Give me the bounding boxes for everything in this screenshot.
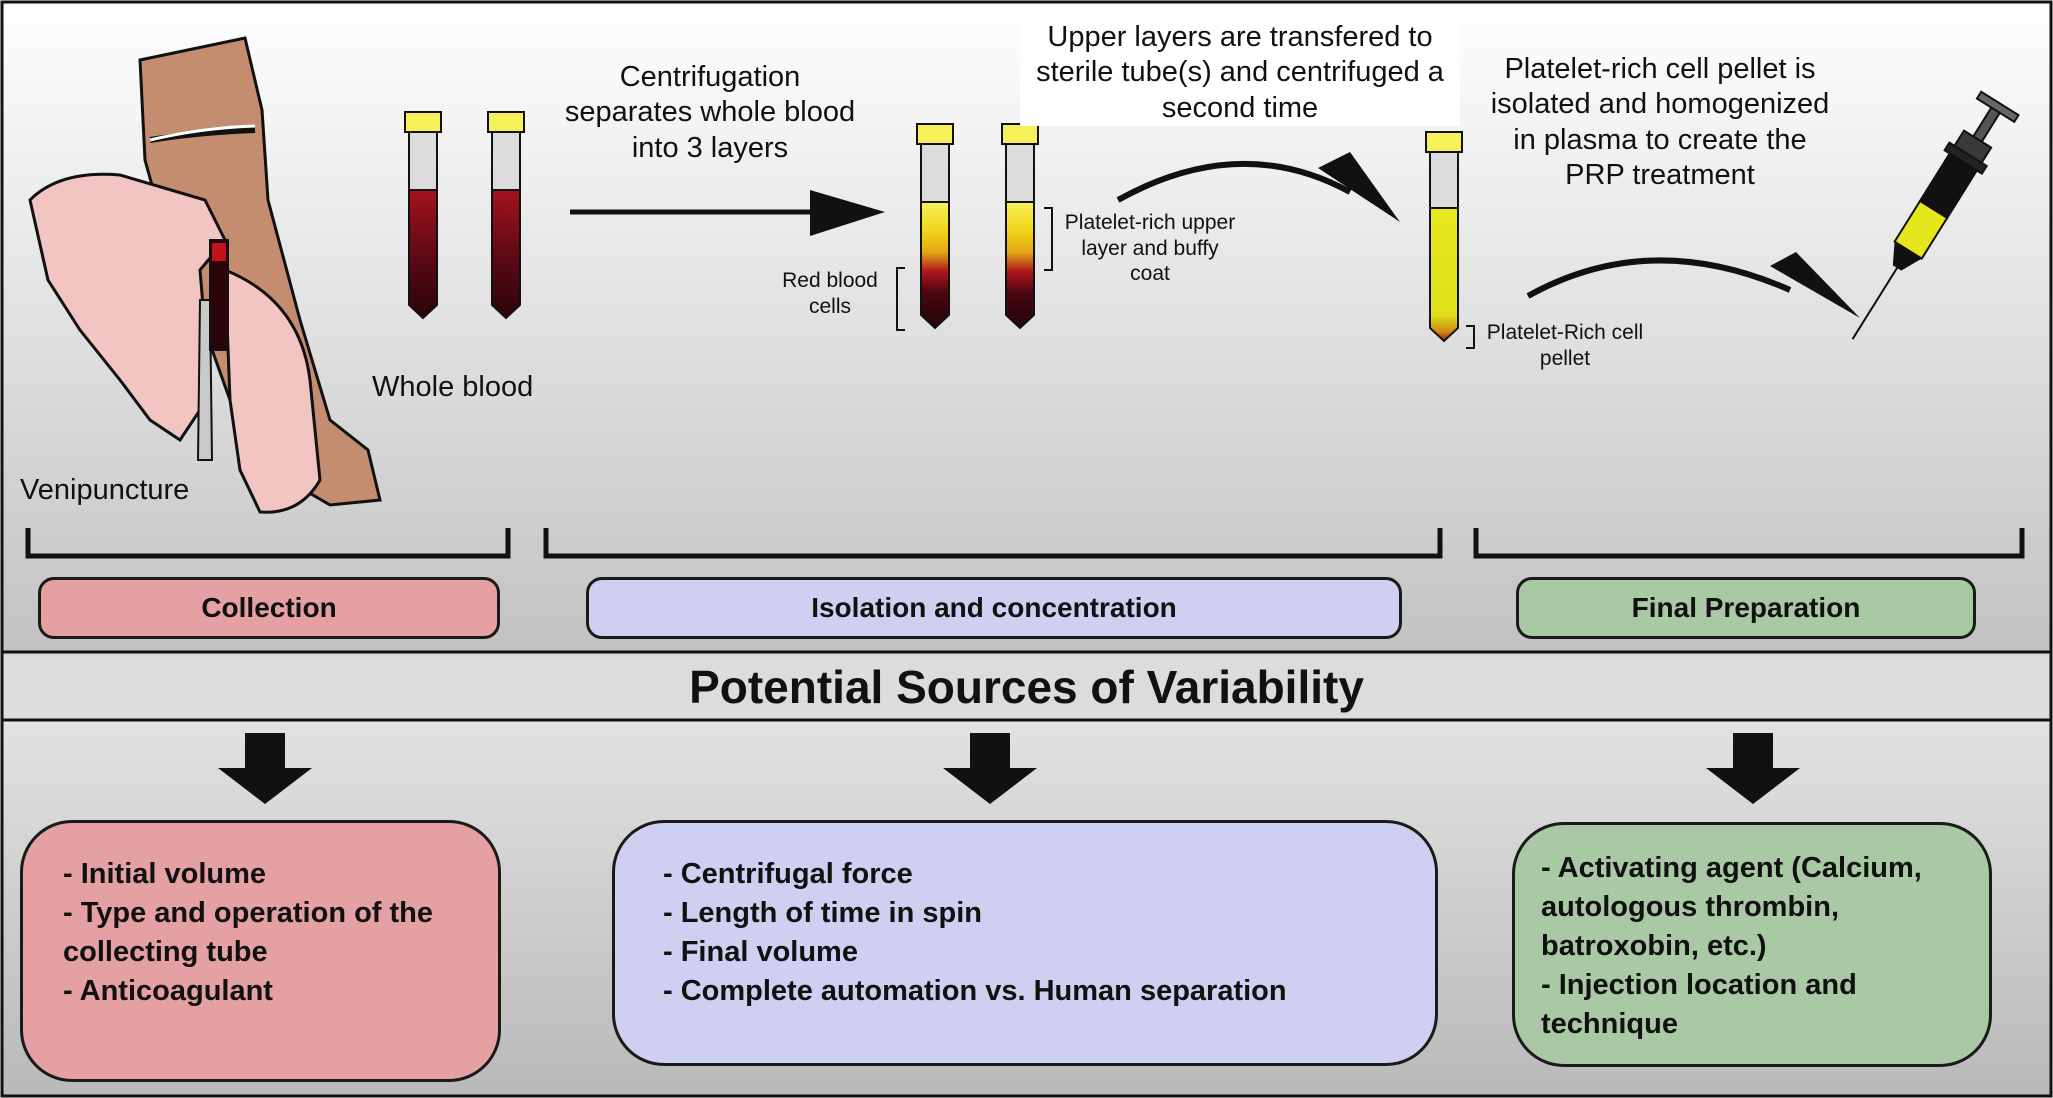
- variability-isolation: - Centrifugal force - Length of time in …: [612, 820, 1438, 1066]
- final-prep-arrow: [1526, 252, 1860, 318]
- section-title: Potential Sources of Variability: [689, 661, 1364, 713]
- pellet-bracket: [1466, 325, 1475, 349]
- syringe-illustration: [1851, 90, 2020, 340]
- variability-item: - Initial volume: [63, 858, 267, 890]
- variability-collection: - Initial volume - Type and operation of…: [20, 820, 501, 1082]
- variability-final: - Activating agent (Calcium, autologous …: [1512, 822, 1992, 1067]
- stage-collection: Collection: [38, 577, 500, 639]
- variability-item: - Complete automation vs. Human separati…: [663, 975, 1287, 1007]
- isolation-bracket: [543, 528, 1443, 559]
- whole-blood-label: Whole blood: [372, 371, 534, 403]
- pellet-isolated-label: Platelet-rich cell pellet is isolated an…: [1490, 53, 1830, 192]
- variability-item: - Centrifugal force: [663, 858, 913, 890]
- final-down-arrow: [1706, 733, 1800, 804]
- variability-item: - Anticoagulant: [63, 975, 273, 1007]
- variability-item: - Type and operation of the collecting t…: [63, 897, 434, 968]
- separated-tube-2: [1001, 123, 1039, 330]
- venipuncture-illustration: [28, 36, 382, 514]
- red-blood-cells-label: Red blood cells: [782, 269, 878, 318]
- collection-bracket: [25, 528, 511, 559]
- centrifugation-label: Centrifugation separates whole blood int…: [564, 61, 856, 164]
- stage-final-preparation: Final Preparation: [1516, 577, 1976, 639]
- collection-down-arrow: [218, 733, 312, 804]
- variability-item: - Length of time in spin: [663, 897, 982, 929]
- whole-blood-tube-2: [487, 111, 525, 320]
- venipuncture-label: Venipuncture: [20, 474, 190, 506]
- centrifugation-arrow: [570, 190, 885, 236]
- variability-item: - Final volume: [663, 936, 858, 968]
- isolation-down-arrow: [943, 733, 1037, 804]
- stage-isolation: Isolation and concentration: [586, 577, 1402, 639]
- title-band: [0, 650, 2053, 722]
- variability-item: - Activating agent (Calcium, autologous …: [1541, 852, 1922, 962]
- whole-blood-tube-1: [404, 111, 442, 320]
- platelet-rich-layer-label: Platelet-rich upper layer and buffy coat: [1064, 211, 1236, 286]
- prp-tube: [1425, 131, 1463, 343]
- platelet-rich-pellet-label: Platelet-Rich cell pellet: [1486, 321, 1644, 370]
- final-bracket: [1473, 528, 2025, 559]
- red-blood-cells-bracket: [896, 267, 905, 331]
- transfer-arrow: [1116, 152, 1400, 222]
- upper-layers-label: Upper layers are transfered to sterile t…: [1020, 20, 1460, 127]
- separated-tube-1: [916, 123, 954, 330]
- platelet-rich-layer-bracket: [1044, 207, 1053, 271]
- variability-item: - Injection location and technique: [1541, 969, 1857, 1040]
